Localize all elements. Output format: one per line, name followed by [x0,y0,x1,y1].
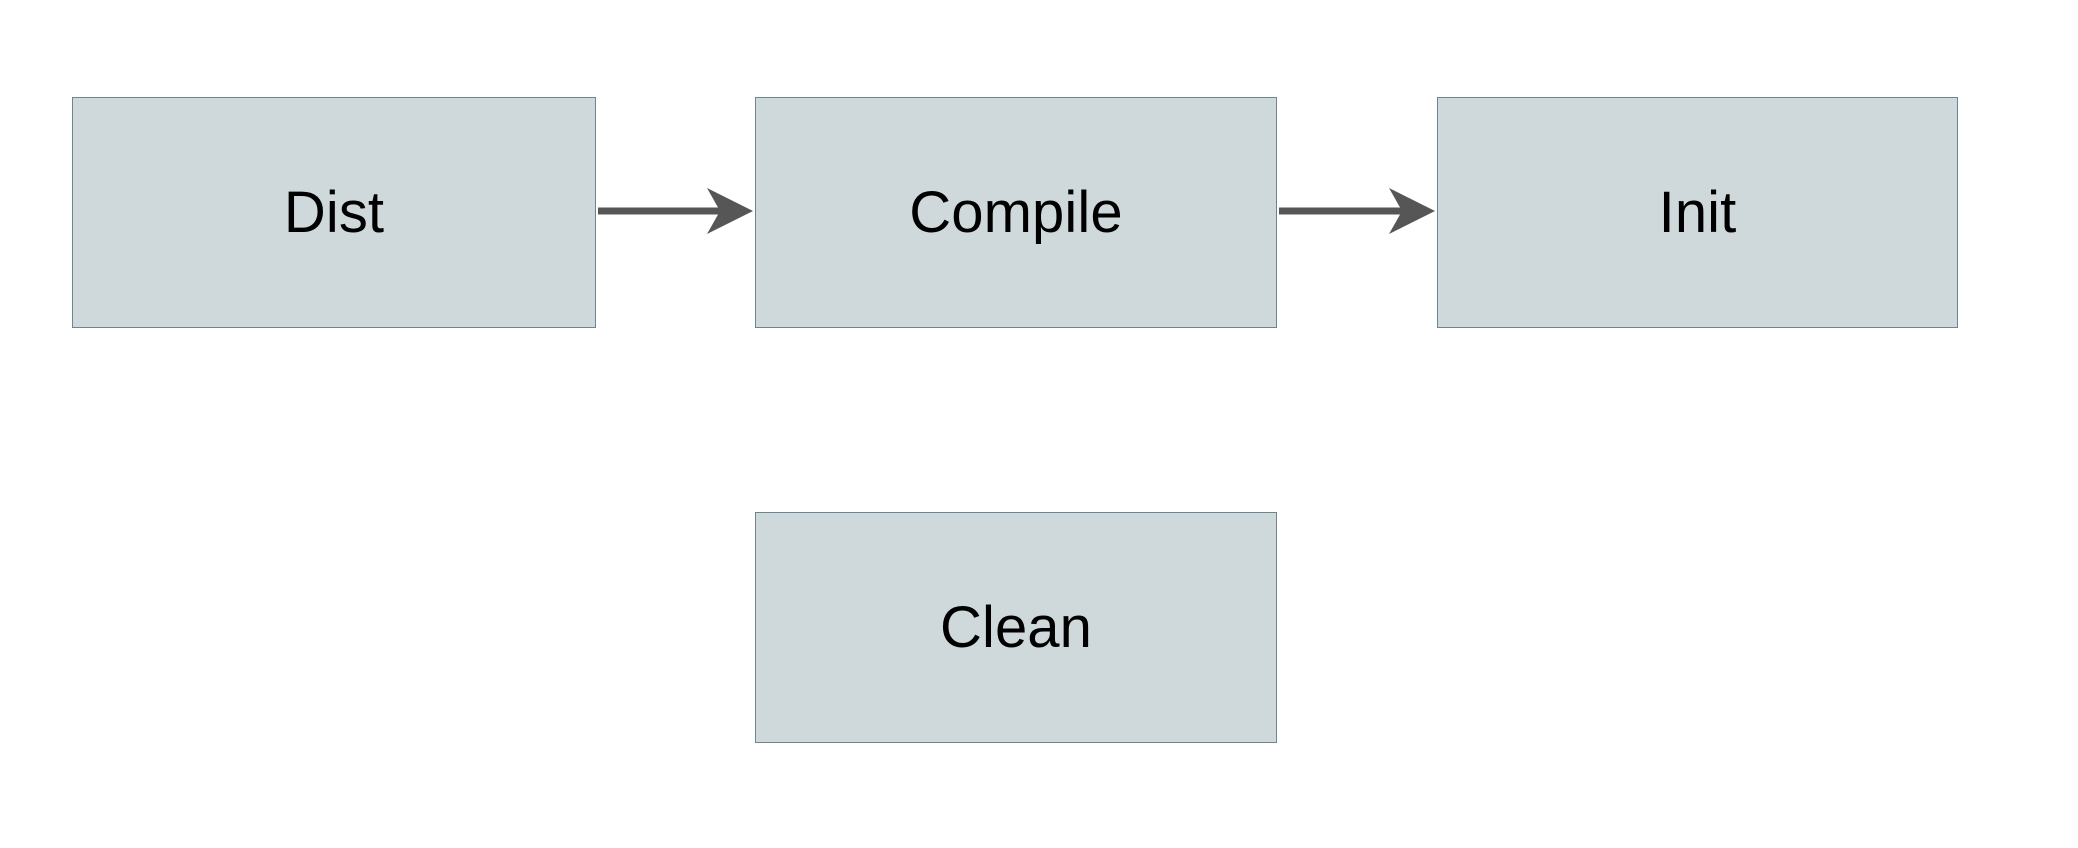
diagram-edge-dist-to-compile[interactable] [598,181,753,241]
diagram-node-compile[interactable]: Compile [755,97,1277,328]
diagram-node-dist[interactable]: Dist [72,97,596,328]
node-label-compile: Compile [909,179,1123,245]
arrow-right-icon [598,188,753,234]
arrow-right-icon [1279,188,1435,234]
diagram-edge-compile-to-init[interactable] [1279,181,1435,241]
node-label-init: Init [1658,179,1737,245]
diagram-node-init[interactable]: Init [1437,97,1958,328]
diagram-node-clean[interactable]: Clean [755,512,1277,743]
node-label-clean: Clean [939,594,1093,660]
node-label-dist: Dist [283,179,385,245]
